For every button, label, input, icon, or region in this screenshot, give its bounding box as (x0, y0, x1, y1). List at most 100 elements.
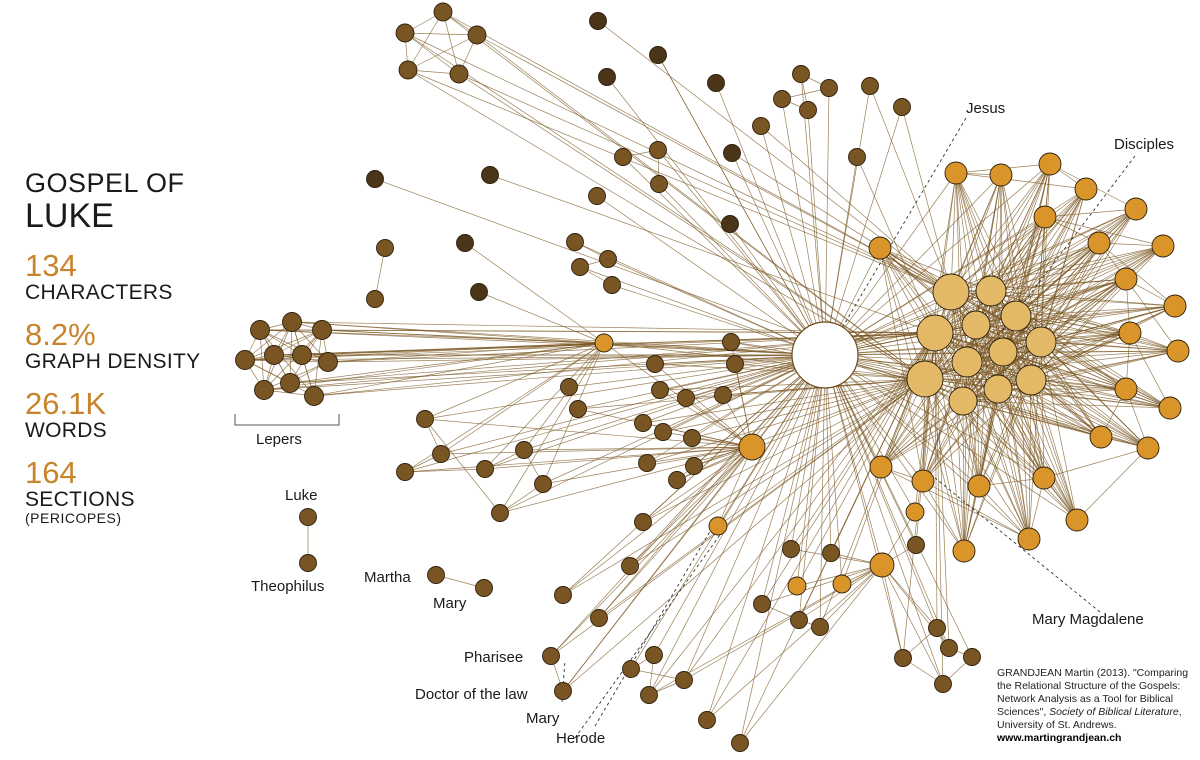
node (1136, 436, 1160, 460)
edge (934, 208, 1137, 334)
edge (962, 188, 1087, 402)
edge (1015, 315, 1179, 352)
node (869, 552, 895, 578)
edge (676, 378, 926, 481)
node (1038, 152, 1062, 176)
edge (244, 354, 826, 361)
edge (648, 332, 936, 696)
node (944, 161, 968, 185)
edge (499, 342, 605, 514)
node (395, 23, 415, 43)
node (738, 433, 766, 461)
edge (796, 354, 826, 587)
edge (990, 208, 1137, 292)
node (254, 380, 274, 400)
node (649, 46, 667, 64)
lepers-bracket (234, 414, 340, 426)
edge (629, 446, 753, 567)
node (264, 345, 284, 365)
node (589, 12, 607, 30)
edge (659, 378, 926, 391)
citation-journal: Society of Biblical Literature (1049, 706, 1179, 718)
edge (1040, 341, 1171, 409)
edge (407, 34, 478, 71)
node (634, 414, 652, 432)
edge (978, 379, 1032, 487)
edge (458, 73, 952, 293)
node (651, 381, 669, 399)
node (398, 60, 418, 80)
node (932, 273, 970, 311)
node (811, 618, 829, 636)
edge (404, 468, 486, 473)
edge (962, 400, 1045, 479)
node (366, 170, 384, 188)
edge (603, 342, 926, 380)
edge (962, 400, 1078, 521)
node (683, 429, 701, 447)
edge (550, 378, 926, 657)
callout-line (825, 117, 967, 356)
edge (997, 388, 1102, 438)
edge (244, 329, 323, 361)
edge (596, 195, 826, 356)
callout-line (574, 531, 723, 739)
node (1124, 197, 1148, 221)
edge (819, 354, 826, 628)
node (416, 410, 434, 428)
edge (800, 73, 826, 356)
edge (654, 363, 753, 448)
label-lepers: Lepers (256, 431, 302, 448)
edge (824, 87, 830, 356)
edge (881, 564, 944, 685)
edge (761, 332, 936, 605)
stat-sections-label: SECTIONS (25, 488, 135, 511)
citation-url[interactable]: www.martingrandjean.ch (997, 732, 1122, 744)
edge (1040, 305, 1176, 343)
node (299, 554, 317, 572)
edge (1015, 245, 1164, 317)
label-martha: Martha (364, 569, 411, 586)
node (456, 234, 474, 252)
edge (706, 332, 936, 721)
edge (442, 11, 460, 75)
edge (484, 342, 605, 470)
edge (1098, 242, 1176, 307)
edge (327, 342, 605, 363)
edge (523, 446, 753, 451)
edge (1030, 305, 1176, 381)
edge (978, 485, 1030, 540)
node (906, 360, 944, 398)
edge (997, 388, 1078, 521)
edge (683, 564, 883, 681)
callout-line (1002, 155, 1136, 331)
node (621, 557, 639, 575)
edge (404, 32, 478, 36)
node (638, 454, 656, 472)
edge (291, 321, 605, 344)
node (731, 734, 749, 752)
node (554, 682, 572, 700)
edge (715, 82, 826, 356)
edge (629, 378, 926, 567)
edge (731, 152, 952, 293)
node (491, 504, 509, 522)
edge (1015, 315, 1078, 521)
node (790, 611, 808, 629)
node (893, 98, 911, 116)
edge (1076, 447, 1149, 521)
label-doctor-of-the-law: Doctor of the law (415, 686, 528, 703)
edge (1043, 447, 1149, 479)
node (292, 345, 312, 365)
node (787, 576, 807, 596)
edge (731, 152, 826, 356)
edge (950, 172, 957, 293)
edge (879, 247, 965, 552)
edge (291, 321, 826, 356)
node (481, 166, 499, 184)
stats-panel: GOSPEL OF LUKE 134 CHARACTERS 8.2% GRAPH… (25, 168, 255, 526)
node (646, 355, 664, 373)
citation: GRANDJEAN Martin (2013). "Comparing the … (997, 667, 1197, 745)
edge (824, 354, 1078, 521)
edge (562, 446, 753, 596)
